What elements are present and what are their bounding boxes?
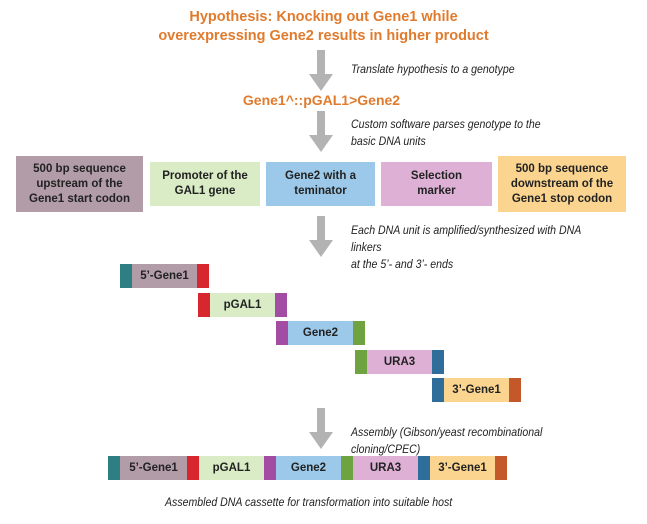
dna-unit-promoter-line-2: GAL1 gene [174, 185, 236, 197]
cassette-3-gene1: 3’-Gene1 [430, 456, 495, 480]
dna-unit-promoter: Promoter of the GAL1 gene [150, 162, 260, 206]
part-gene2: Gene2 [288, 321, 353, 345]
dna-unit-downstream-line-1: 500 bp sequence [515, 162, 609, 175]
part-ura3: URA3 [367, 350, 432, 374]
linker-red [187, 456, 199, 480]
dna-unit-upstream-line-1: 500 bp sequence [33, 162, 126, 175]
cassette-pgal1: pGAL1 [199, 456, 264, 480]
hypothesis-line-2: overexpressing Gene2 results in higher p… [158, 28, 489, 44]
linker-magenta [275, 293, 287, 317]
part-row-5-gene1: 5’-Gene1 [120, 264, 209, 288]
dna-unit-gene2: Gene2 with a teminator [266, 162, 375, 206]
part-row-3-gene1: 3’-Gene1 [432, 378, 521, 402]
part-5-gene1: 5’-Gene1 [132, 264, 197, 288]
dna-unit-gene2-line-1: Gene2 with a [285, 170, 356, 182]
assembled-cassette: 5’-Gene1 pGAL1 Gene2 URA3 3’-Gene1 [108, 456, 507, 480]
linker-orange [509, 378, 521, 402]
dna-unit-selection-line-2: marker [417, 185, 456, 197]
dna-unit-downstream: 500 bp sequence downstream of the Gene1 … [498, 156, 626, 212]
linker-blue [418, 456, 430, 480]
linker-green [341, 456, 353, 480]
dna-unit-upstream: 500 bp sequence upstream of the Gene1 st… [16, 156, 143, 212]
dna-unit-downstream-line-3: Gene1 stop codon [511, 192, 613, 205]
down-arrow-icon [309, 408, 333, 449]
dna-unit-downstream-line-2: downstream of the [510, 177, 614, 190]
hypothesis-line-1: Hypothesis: Knocking out Gene1 while [189, 9, 458, 25]
step-translate: Translate hypothesis to a genotype [351, 62, 515, 76]
dna-unit-promoter-line-1: Promoter of the [162, 170, 248, 182]
linker-teal [108, 456, 120, 480]
down-arrow-icon [309, 111, 333, 152]
down-arrow-icon [309, 216, 333, 257]
cassette-caption: Assembled DNA cassette for transformatio… [165, 495, 453, 509]
cassette-gene2: Gene2 [276, 456, 341, 480]
linker-orange [495, 456, 507, 480]
step-parse: Custom software parses genotype to the b… [351, 116, 541, 150]
step-amplify-line-1: Each DNA unit is amplified/synthesized w… [351, 223, 581, 254]
step-parse-line-2: basic DNA units [351, 134, 426, 148]
part-pgal1: pGAL1 [210, 293, 275, 317]
step-parse-line-1: Custom software parses genotype to the [351, 117, 541, 131]
dna-unit-upstream-line-2: upstream of the [36, 177, 123, 190]
cassette-5-gene1: 5’-Gene1 [120, 456, 187, 480]
down-arrow-icon [309, 50, 333, 91]
dna-unit-gene2-line-2: teminator [294, 185, 347, 197]
linker-red [198, 293, 210, 317]
linker-teal [120, 264, 132, 288]
part-row-gene2: Gene2 [276, 321, 365, 345]
genotype: Gene1^::pGAL1>Gene2 [242, 92, 401, 108]
dna-unit-selection-marker: Selection marker [381, 162, 492, 206]
linker-green [355, 350, 367, 374]
step-amplify-line-2: at the 5’- and 3’- ends [351, 257, 454, 271]
linker-red [197, 264, 209, 288]
part-row-pgal1: pGAL1 [198, 293, 287, 317]
dna-unit-upstream-line-3: Gene1 start codon [29, 192, 130, 205]
dna-unit-selection-line-1: Selection [410, 170, 463, 182]
part-3-gene1: 3’-Gene1 [444, 378, 509, 402]
step-amplify: Each DNA unit is amplified/synthesized w… [351, 222, 611, 273]
linker-magenta [276, 321, 288, 345]
part-row-ura3: URA3 [355, 350, 444, 374]
step-assembly: Assembly (Gibson/yeast recombinational c… [351, 425, 543, 456]
cassette-ura3: URA3 [353, 456, 418, 480]
linker-blue [432, 350, 444, 374]
linker-magenta [264, 456, 276, 480]
linker-blue [432, 378, 444, 402]
linker-green [353, 321, 365, 345]
